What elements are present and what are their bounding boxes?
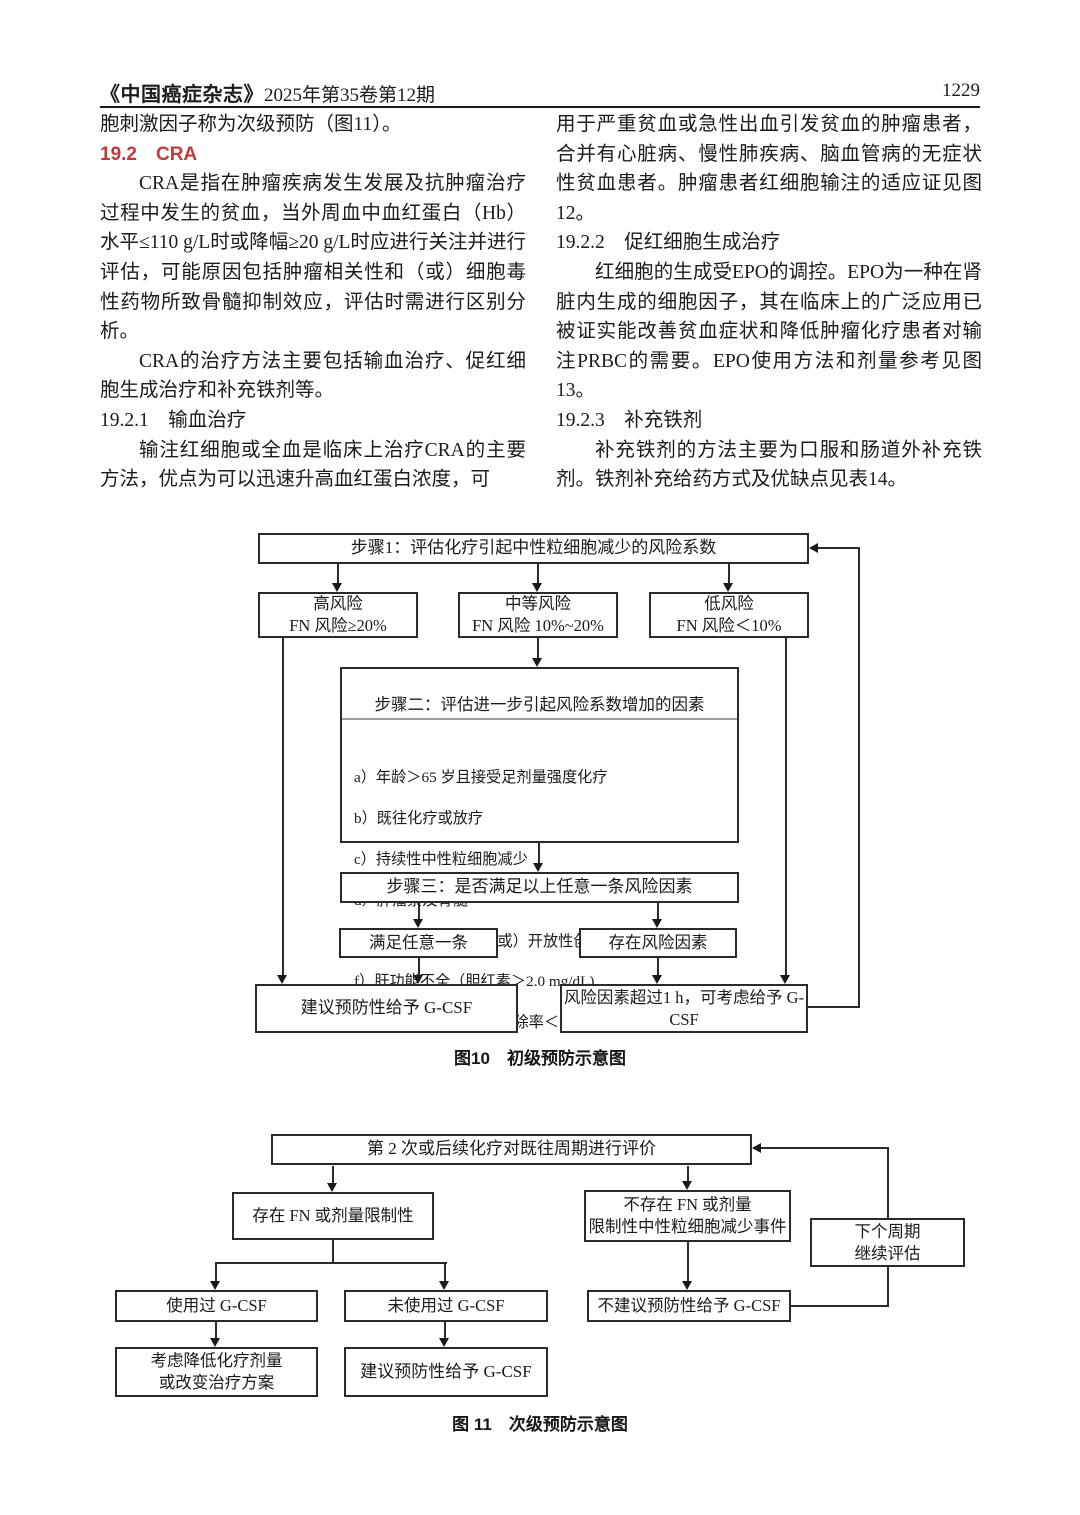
connector-line	[785, 638, 787, 975]
connector-line	[537, 638, 539, 658]
connector-line	[687, 1166, 689, 1181]
paragraph: CRA的治疗方法主要包括输血治疗、促红细胞生成治疗和补充铁剂等。	[100, 350, 526, 402]
fig10-medium-risk-box: 中等风险 FN 风险 10%~20%	[458, 592, 618, 638]
paragraph: 用于严重贫血或急性出血引发贫血的肿瘤患者，合并有心脏病、慢性肺疾病、脑血管病的无…	[556, 114, 982, 224]
fig10-step2-title: 步骤二：评估进一步引起风险系数增加的因素	[342, 691, 737, 721]
article-column-right: 用于严重贫血或急性出血引发贫血的肿瘤患者，合并有心脏病、慢性肺疾病、脑血管病的无…	[556, 110, 982, 495]
arrowhead-down	[413, 975, 423, 984]
arrowhead-down	[532, 658, 542, 667]
fig10-low-risk-box: 低风险 FN 风险＜10%	[649, 592, 809, 638]
arrowhead-left	[752, 1143, 761, 1153]
connector-line	[215, 1262, 217, 1281]
fig11-caption: 图 11 次级预防示意图	[452, 1415, 628, 1434]
arrowhead-down	[277, 975, 287, 984]
paragraph: 输注红细胞或全血是临床上治疗CRA的主要方法，优点为可以迅速升高血红蛋白浓度，可	[100, 439, 526, 491]
fig11-no-prophylaxis-box: 不建议预防性给予 G-CSF	[587, 1290, 791, 1322]
connector-line	[332, 1240, 334, 1264]
page-number: 1229	[942, 80, 980, 101]
journal-header: 《中国癌症杂志》2025年第35卷第12期	[100, 78, 435, 107]
header-rule	[100, 106, 980, 108]
journal-title: 《中国癌症杂志》	[100, 84, 264, 106]
fig11-evaluate-box: 第 2 次或后续化疗对既往周期进行评价	[271, 1134, 752, 1165]
fig10-meet-any-box: 满足任意一条	[339, 928, 498, 958]
paragraph: 胞刺激因子称为次级预防（图11）。	[100, 114, 402, 135]
arrowhead-down	[532, 583, 542, 592]
article-column-left: 胞刺激因子称为次级预防（图11）。 19.2 CRA CRA是指在肿瘤疾病发生发…	[100, 110, 526, 495]
feedback-line	[760, 1147, 889, 1149]
connector-line	[215, 1322, 217, 1338]
connector-line	[337, 564, 339, 584]
feedback-line	[808, 1006, 860, 1008]
fig10-caption: 图10 初级预防示意图	[454, 1049, 626, 1068]
connector-line	[282, 638, 284, 975]
fig10-risk-exists-box: 存在风险因素	[579, 928, 737, 958]
feedback-line	[817, 547, 860, 549]
arrowhead-down	[533, 863, 543, 872]
connector-line	[418, 958, 420, 975]
arrowhead-down	[723, 583, 733, 592]
arrowhead-down	[682, 1181, 692, 1190]
section-heading-19-2: 19.2 CRA	[100, 143, 198, 165]
arrowhead-down	[210, 1281, 220, 1290]
connector-line	[332, 1166, 334, 1183]
issue-info: 2025年第35卷第12期	[264, 85, 436, 106]
arrowhead-down	[439, 1281, 449, 1290]
fig10-consider-gcsf-box: 风险因素超过1 h，可考虑给予 G-CSF	[560, 984, 808, 1033]
connector-line	[418, 903, 420, 919]
fig11-fn-present-box: 存在 FN 或剂量限制性	[232, 1192, 434, 1240]
arrowhead-left	[809, 543, 818, 553]
connector-line	[537, 564, 539, 584]
connector-line	[538, 843, 540, 863]
arrowhead-down	[682, 1281, 692, 1290]
feedback-line	[858, 547, 860, 1008]
arrowhead-down	[332, 583, 342, 592]
fig11-used-gcsf-box: 使用过 G-CSF	[115, 1290, 318, 1322]
arrowhead-down	[439, 1338, 449, 1347]
fig11-reduce-dose-box: 考虑降低化疗剂量 或改变治疗方案	[115, 1347, 318, 1397]
connector-line	[687, 1242, 689, 1281]
list-item: b）既往化疗或放疗	[354, 810, 484, 828]
paragraph: CRA是指在肿瘤疾病发生发展及抗肿瘤治疗过程中发生的贫血，当外周血中血红蛋白（H…	[100, 173, 526, 343]
connector-line	[444, 1322, 446, 1338]
fig10-step3-box: 步骤三：是否满足以上任意一条风险因素	[340, 872, 739, 903]
feedback-line	[791, 1305, 889, 1307]
fig11-not-used-gcsf-box: 未使用过 G-CSF	[344, 1290, 548, 1322]
arrowhead-down	[413, 919, 423, 928]
fig11-recommend-gcsf-box: 建议预防性给予 G-CSF	[344, 1347, 548, 1397]
arrowhead-down	[652, 919, 662, 928]
connector-line	[444, 1262, 446, 1281]
fig10-recommend-gcsf-box: 建议预防性给予 G-CSF	[255, 984, 518, 1033]
arrowhead-down	[652, 975, 662, 984]
list-item: a）年龄＞65 岁且接受足剂量强度化疗	[354, 769, 608, 787]
connector-line	[728, 564, 730, 584]
arrowhead-down	[210, 1338, 220, 1347]
paragraph: 补充铁剂的方法主要为口服和肠道外补充铁剂。铁剂补充给药方式及优缺点见表14。	[556, 439, 982, 491]
fig11-next-cycle-box: 下个周期 继续评估	[810, 1218, 965, 1267]
subsection-heading-19-2-1: 19.2.1 输血治疗	[100, 409, 247, 431]
connector-line	[657, 958, 659, 975]
arrowhead-down	[327, 1183, 337, 1192]
fig11-fn-absent-box: 不存在 FN 或剂量 限制性中性粒细胞减少事件	[584, 1190, 791, 1242]
fig10-step1-box: 步骤1：评估化疗引起中性粒细胞减少的风险系数	[258, 533, 809, 564]
connector-line	[657, 903, 659, 919]
connector-line	[215, 1262, 447, 1264]
subsection-heading-19-2-3: 19.2.3 补充铁剂	[556, 409, 703, 431]
arrowhead-down	[780, 975, 790, 984]
fig10-step2-box: 步骤二：评估进一步引起风险系数增加的因素 a）年龄＞65 岁且接受足剂量强度化疗…	[340, 667, 739, 1031]
list-item: c）持续性中性粒细胞减少	[354, 850, 528, 868]
fig10-high-risk-box: 高风险 FN 风险≥20%	[258, 592, 418, 638]
paragraph: 红细胞的生成受EPO的调控。EPO为一种在肾脏内生成的细胞因子，其在临床上的广泛…	[556, 261, 982, 402]
subsection-heading-19-2-2: 19.2.2 促红细胞生成治疗	[556, 232, 781, 254]
